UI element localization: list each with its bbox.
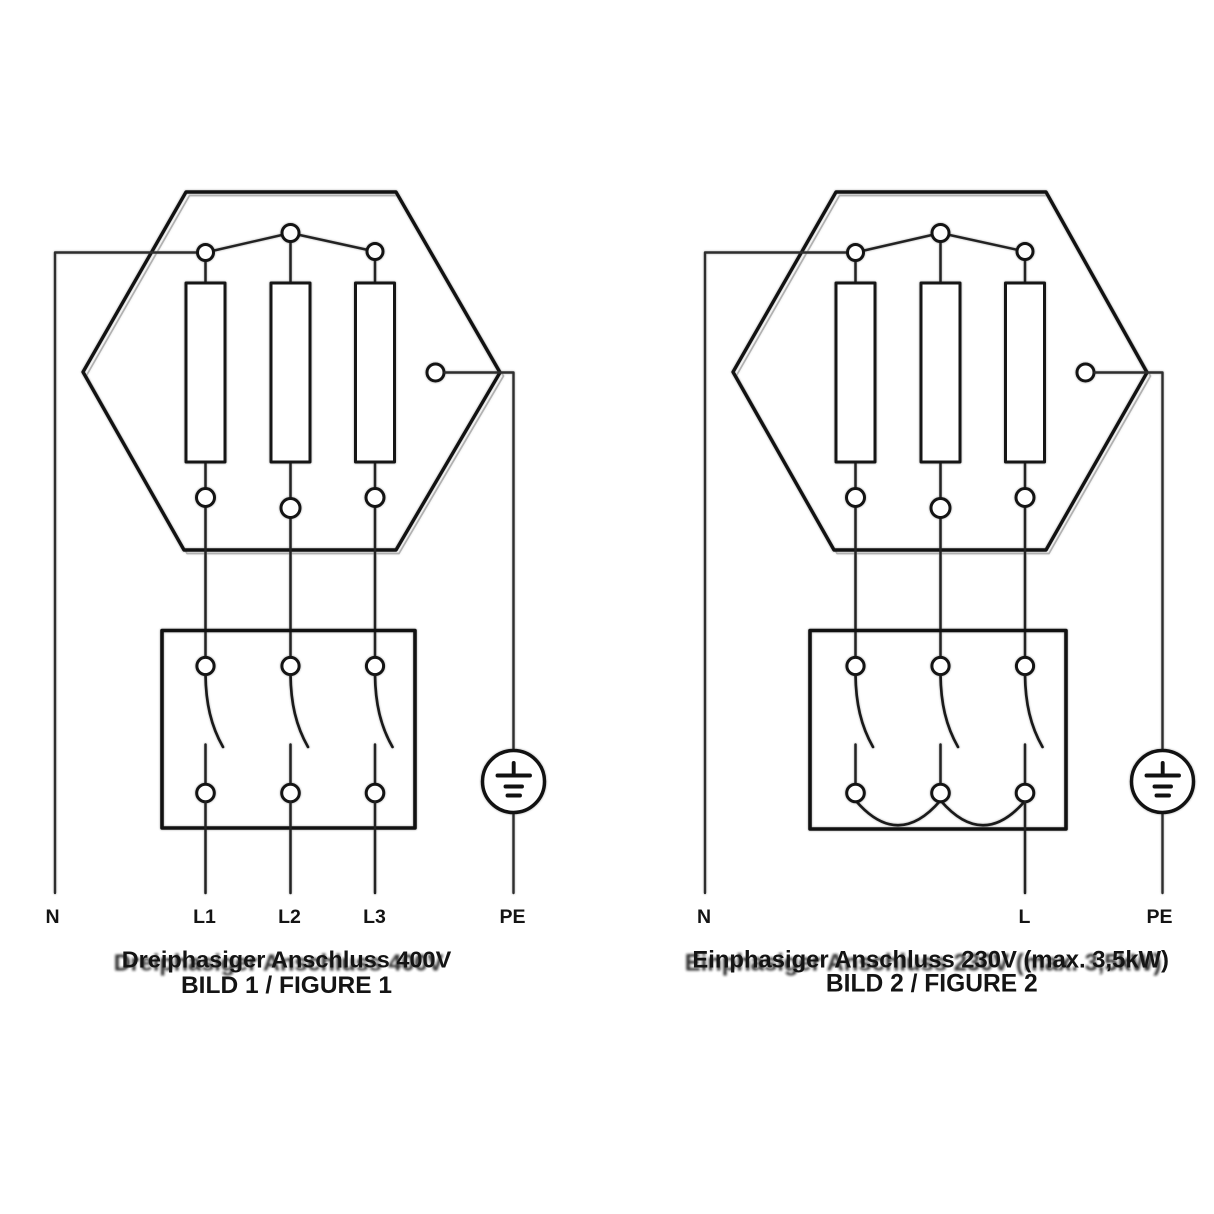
svg-text:N: N bbox=[697, 906, 711, 928]
svg-text:L2: L2 bbox=[278, 906, 301, 928]
svg-text:L: L bbox=[1019, 906, 1031, 928]
svg-text:Einphasiger Anschluss 230V (ma: Einphasiger Anschluss 230V (max. 3,5kW) bbox=[692, 947, 1169, 974]
svg-text:Dreiphasiger Anschluss 400V: Dreiphasiger Anschluss 400V bbox=[122, 947, 452, 973]
svg-text:BILD 2 / FIGURE 2: BILD 2 / FIGURE 2 bbox=[826, 971, 1038, 998]
svg-text:BILD 1 / FIGURE 1: BILD 1 / FIGURE 1 bbox=[181, 972, 392, 999]
svg-text:PE: PE bbox=[1146, 906, 1172, 928]
svg-text:L1: L1 bbox=[193, 906, 216, 928]
svg-text:N: N bbox=[45, 906, 59, 928]
svg-text:Einphasiger Anschluss 230V (ma: Einphasiger Anschluss 230V (max. 3,5kW) bbox=[685, 950, 1162, 977]
svg-text:L3: L3 bbox=[363, 906, 386, 928]
svg-text:Dreiphasiger Anschluss 400V: Dreiphasiger Anschluss 400V bbox=[114, 950, 444, 976]
svg-text:PE: PE bbox=[499, 906, 525, 928]
